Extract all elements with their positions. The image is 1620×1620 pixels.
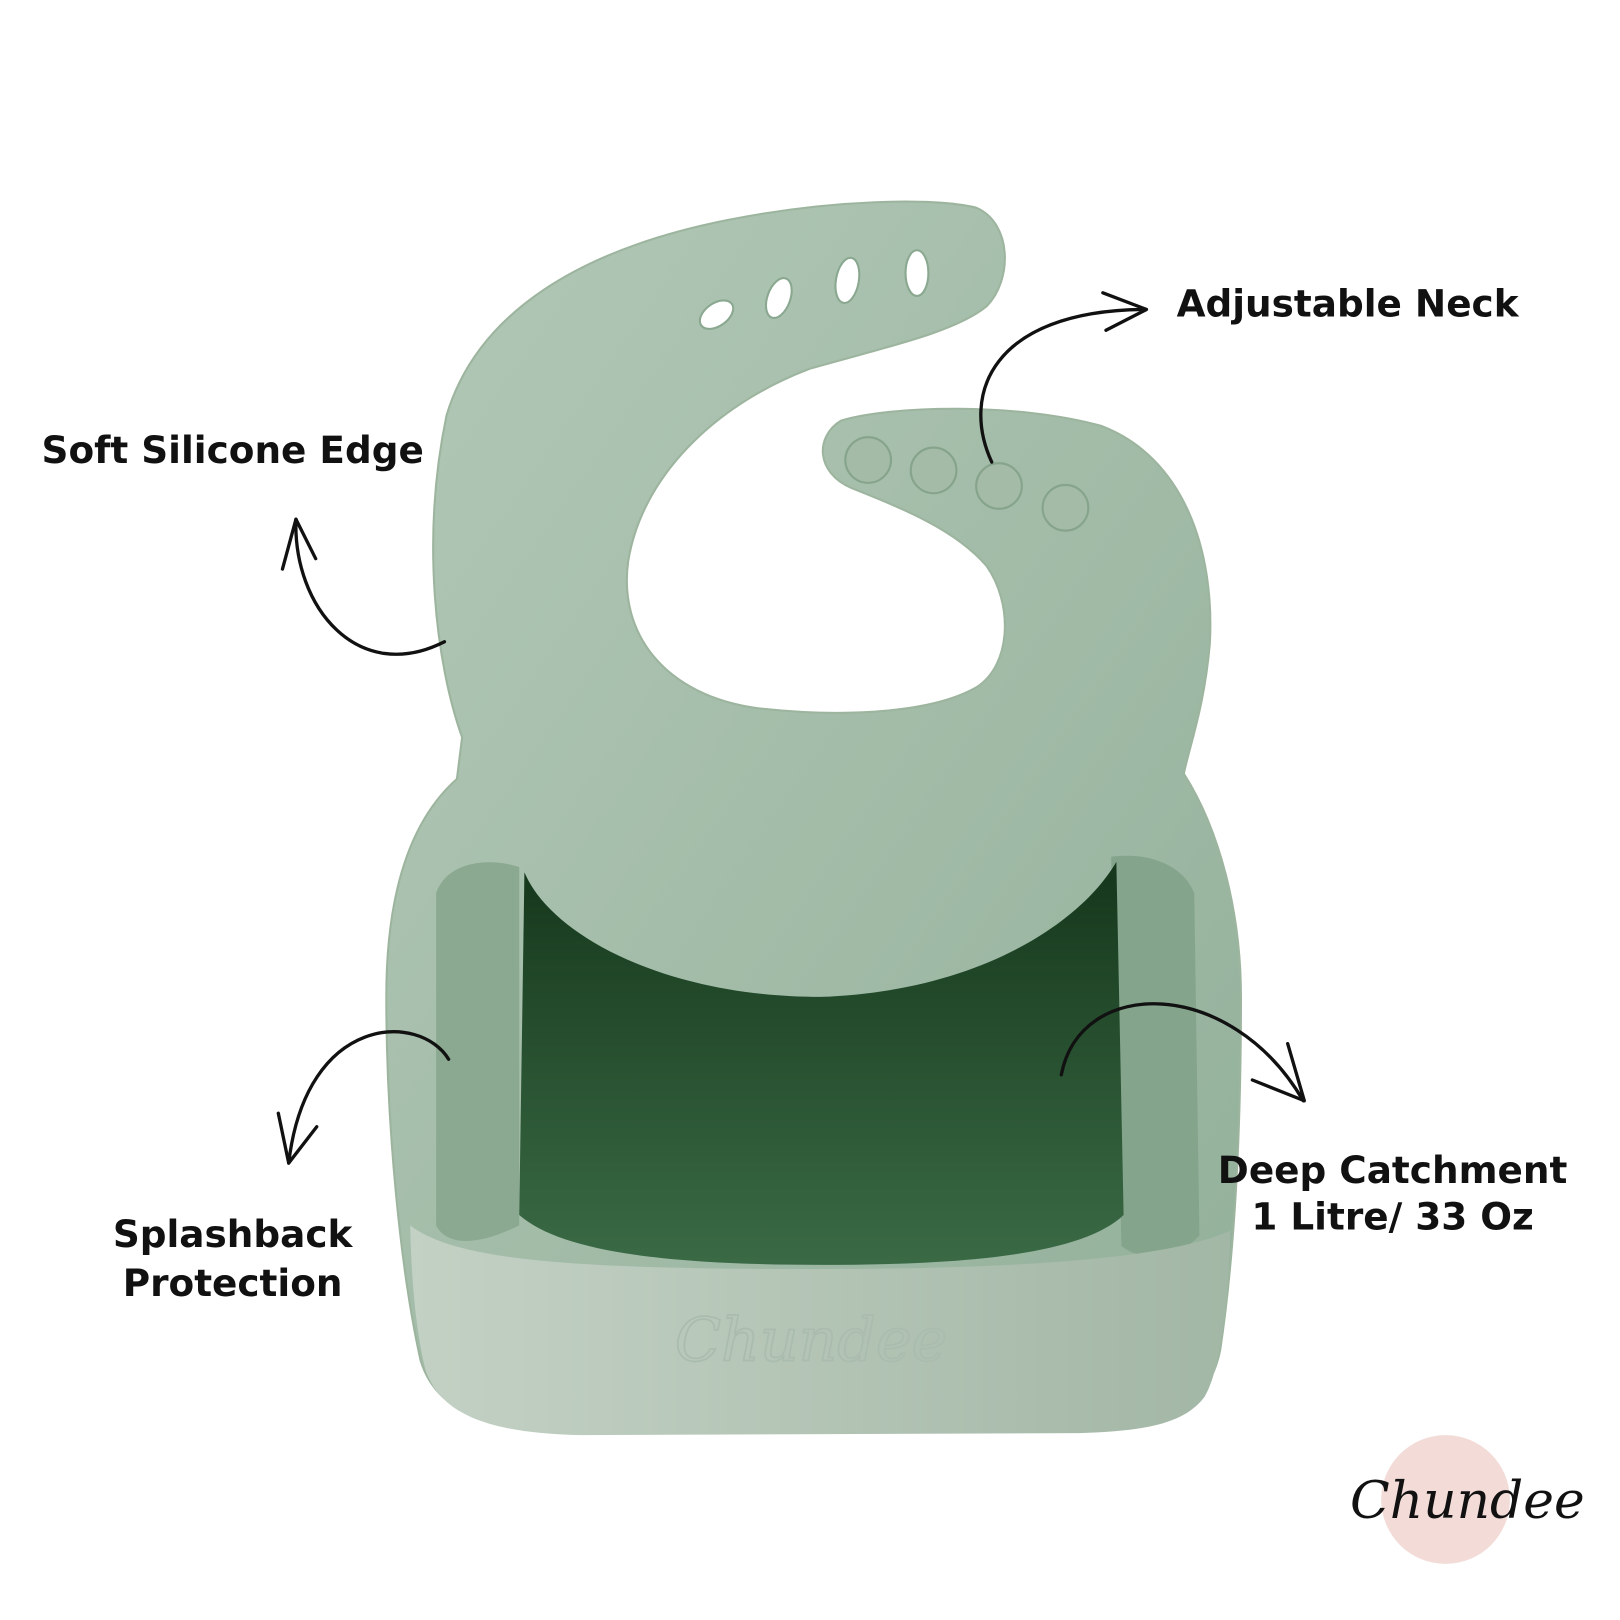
label-soft-silicone-edge: Soft Silicone Edge xyxy=(42,428,424,472)
neck-knob xyxy=(909,446,958,495)
pocket-wall-right xyxy=(1111,855,1200,1257)
pocket-front-rim xyxy=(410,1225,1231,1436)
arrow-splashback xyxy=(276,1030,451,1165)
label-splashback-line1: Splashback xyxy=(113,1212,354,1256)
arrow-adjustable-neck xyxy=(979,291,1149,464)
strap-hole xyxy=(834,256,861,305)
brand-logo: Chundee xyxy=(1350,1435,1585,1564)
bib-emboss-logo: Chundee xyxy=(675,1305,947,1375)
pocket-interior xyxy=(519,861,1124,1265)
strap-holes xyxy=(698,249,930,330)
strap-hole xyxy=(904,249,930,297)
arrow-soft-edge xyxy=(280,517,447,656)
label-adjustable-neck: Adjustable Neck xyxy=(1177,282,1520,326)
neck-knobs xyxy=(844,436,1090,532)
label-catchment-line1: Deep Catchment xyxy=(1218,1148,1568,1192)
logo-text: Chundee xyxy=(1350,1471,1585,1531)
label-splashback-line2: Protection xyxy=(123,1261,343,1305)
arrow-catchment xyxy=(1059,1002,1306,1103)
strap-hole xyxy=(764,277,793,319)
strap-hole xyxy=(698,299,735,330)
logo-circle xyxy=(1381,1435,1510,1564)
neck-knob xyxy=(975,462,1023,510)
label-catchment-line2: 1 Litre/ 33 Oz xyxy=(1251,1195,1534,1239)
pocket-wall-left xyxy=(436,862,520,1241)
neck-knob xyxy=(844,436,893,484)
neck-knob xyxy=(1041,483,1090,532)
